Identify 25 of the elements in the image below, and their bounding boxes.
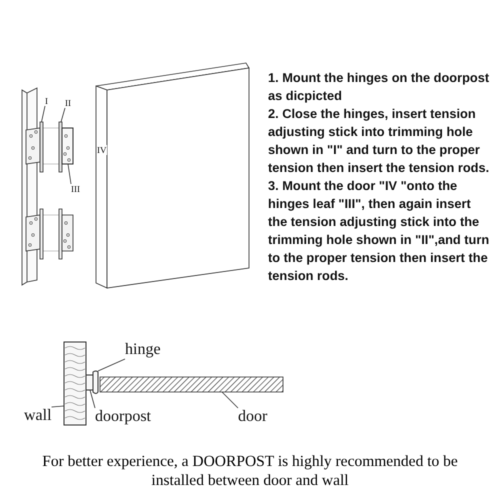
- hinge-section: [92, 370, 98, 394]
- instruction-step: 2. Close the hinges, insert tension adjusting stick into trimming hole shown in "I" and turn to the proper tension then insert the tension rods.: [268, 105, 492, 177]
- wall-section: [64, 342, 86, 426]
- callout-numeral: IV: [97, 145, 106, 155]
- instruction-step: 3. Mount the door "IV "onto the hinges leaf "III", then again insert the tension adjusting stick into the trimming hole shown in "II",and turn to the proper tension then insert the tension rods.: [268, 177, 492, 285]
- recommendation-note: For better experience, a DOORPOST is highly recommended to be installed between door and wall: [41, 452, 459, 490]
- door-section: [100, 376, 284, 392]
- part-label: hinge: [125, 341, 161, 359]
- leader-line: [222, 392, 238, 408]
- part-label: door: [238, 408, 268, 426]
- leader-line: [51, 406, 64, 408]
- hinge-leaf: [62, 128, 74, 164]
- leader-line: [60, 108, 66, 122]
- callout-numeral: III: [71, 184, 80, 194]
- leader-line: [41, 106, 46, 122]
- leader-line: [90, 390, 96, 408]
- callout-numeral: II: [65, 98, 71, 108]
- leader-line: [98, 358, 126, 372]
- leader-line: [68, 164, 72, 184]
- hinge-pin: [40, 122, 44, 172]
- part-label: wall: [24, 407, 52, 425]
- callout-numeral: I: [45, 96, 48, 106]
- part-label: doorpost: [95, 408, 151, 426]
- instruction-step: 1. Mount the hinges on the doorpost as dicpicted: [268, 69, 492, 105]
- doorpost-section: [86, 374, 94, 390]
